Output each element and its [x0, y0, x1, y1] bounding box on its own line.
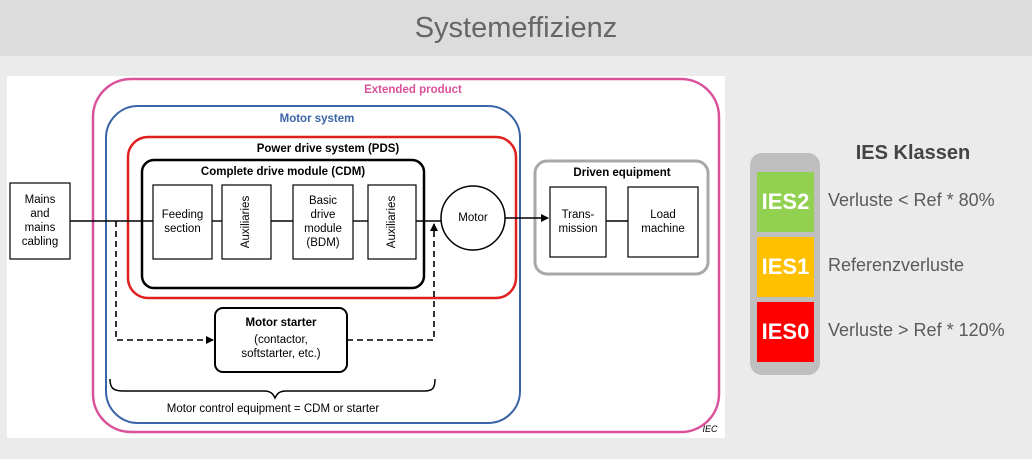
ies-class-badge-ies0: IES0 — [757, 302, 814, 362]
ies-class-description-ies1: Referenzverluste — [828, 255, 965, 275]
auxiliaries-2-label: Auxiliaries — [386, 195, 398, 249]
auxiliaries-1-box — [221, 184, 272, 260]
control-equipment-label: Motor control equipment = CDM or starter — [166, 403, 380, 415]
pds-label: Power drive system (PDS) — [256, 143, 400, 155]
bdm-label: Basic drive module (BDM) — [304, 195, 342, 249]
transmission-label: Trans- mission — [558, 209, 598, 235]
cdm-boundary — [140, 158, 426, 290]
feeding-section-box — [152, 184, 213, 260]
feeding-section-label: Feeding section — [161, 209, 204, 235]
extended-product-label: Extended product — [364, 84, 462, 96]
driven-equipment-label: Driven equipment — [573, 167, 671, 179]
source-label: IEC — [702, 424, 718, 434]
load-machine-label: Load machine — [641, 209, 685, 235]
auxiliaries-1-label: Auxiliaries — [240, 195, 252, 249]
bdm-box — [292, 184, 354, 260]
diagram-graphics — [9, 77, 721, 434]
motor-starter-title: Motor starter — [245, 317, 317, 329]
extended-product-boundary — [91, 77, 721, 434]
load-machine-box — [627, 186, 699, 258]
transmission-box — [549, 186, 607, 258]
ies-class-badge-ies1: IES1 — [757, 237, 814, 297]
motor-system-boundary — [105, 105, 521, 424]
cdm-label: Complete drive module (CDM) — [200, 166, 366, 178]
drive-system-diagram: Extended product Motor system Power driv… — [7, 76, 725, 438]
motor-label: Motor — [458, 212, 488, 224]
ies-class-description-ies0: Verluste > Ref * 120% — [828, 320, 1005, 340]
auxiliaries-2-box — [367, 184, 417, 260]
control-equipment-brace — [109, 378, 436, 400]
ies-class-description-ies2: Verluste < Ref * 80% — [828, 190, 995, 210]
motor-system-label: Motor system — [279, 113, 355, 125]
motor-starter-subtitle: (contactor, softstarter, etc.) — [241, 334, 321, 360]
ies-class-badge-ies2: IES2 — [757, 172, 814, 232]
legend-title: IES Klassen — [855, 142, 971, 164]
page-title: Systemeffizienz — [0, 0, 1032, 56]
mains-label: Mains and mains cabling — [21, 194, 59, 248]
